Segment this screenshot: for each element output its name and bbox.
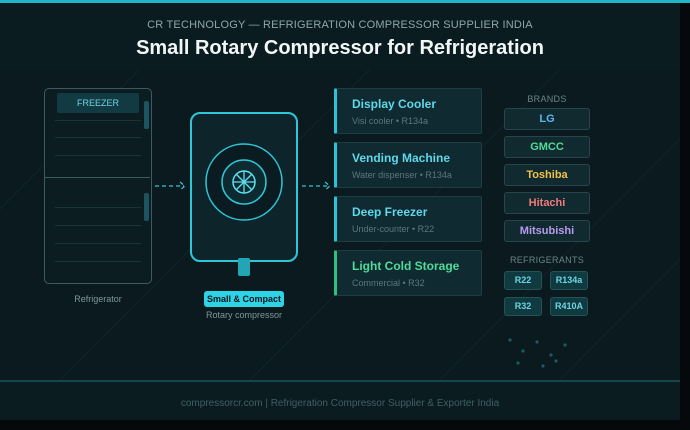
refrigerator-caption: Refrigerator (74, 294, 122, 304)
compressor-icon (190, 112, 298, 262)
fridge-shelf (55, 155, 141, 156)
application-title: Deep Freezer (352, 205, 428, 219)
application-title: Vending Machine (352, 151, 451, 165)
application-subtitle: Visi cooler • R134a (352, 116, 429, 126)
top-accent-bar (0, 0, 690, 3)
refrigerant-badge: R134a (550, 271, 588, 290)
compressor-caption: Rotary compressor (205, 310, 283, 320)
footer: compressorcr.com | Refrigeration Compres… (0, 380, 680, 422)
decor-dots (508, 338, 567, 368)
refrigerator-icon: FREEZER (44, 88, 152, 284)
fridge-shelf (55, 120, 141, 121)
application-title: Display Cooler (352, 97, 437, 111)
application-subtitle: Commercial • R32 (352, 278, 425, 288)
fridge-shelf (55, 261, 141, 262)
brand-badge: Toshiba (504, 164, 590, 186)
fridge-shelf (55, 243, 141, 244)
brands-label: BRANDS (527, 94, 567, 104)
fridge-divider (45, 177, 150, 178)
application-card: Deep Freezer Under-counter • R22 (334, 196, 482, 242)
footer-text: compressorcr.com | Refrigeration Compres… (180, 398, 500, 409)
application-subtitle: Under-counter • R22 (352, 224, 435, 234)
refrigerant-badge: R22 (504, 271, 542, 290)
application-card: Vending Machine Water dispenser • R134a (334, 142, 482, 188)
application-card: Light Cold Storage Commercial • R32 (334, 250, 482, 296)
bottom-edge (0, 420, 690, 430)
compressor-bottom-terminal (238, 258, 250, 276)
freezer-handle (144, 101, 149, 129)
refrigerants-label: REFRIGERANTS (509, 255, 585, 265)
fridge-shelf (55, 137, 141, 138)
page-title: Small Rotary Compressor for Refrigeratio… (136, 37, 544, 59)
brand-badge: GMCC (504, 136, 590, 158)
application-title: Light Cold Storage (352, 259, 460, 273)
brand-badge: LG (504, 108, 590, 130)
brand-badge: Hitachi (504, 192, 590, 214)
fridge-shelf (55, 207, 141, 208)
fridge-shelf (55, 225, 141, 226)
refrigerant-badge: R410A (550, 297, 588, 316)
header-subtitle: CR TECHNOLOGY — REFRIGERATION COMPRESSOR… (147, 19, 533, 31)
compressor-badge: Small & Compact (204, 291, 284, 307)
brand-badge: Mitsubishi (504, 220, 590, 242)
flow-arrows (155, 181, 331, 191)
application-card: Display Cooler Visi cooler • R134a (334, 88, 482, 134)
right-edge (680, 3, 690, 430)
refrigerant-badge: R32 (504, 297, 542, 316)
header: CR TECHNOLOGY — REFRIGERATION COMPRESSOR… (0, 3, 680, 69)
application-subtitle: Water dispenser • R134a (352, 170, 452, 180)
fridge-handle (144, 193, 149, 221)
freezer-label: FREEZER (57, 93, 139, 113)
compressor-rotor-icon (205, 143, 283, 221)
